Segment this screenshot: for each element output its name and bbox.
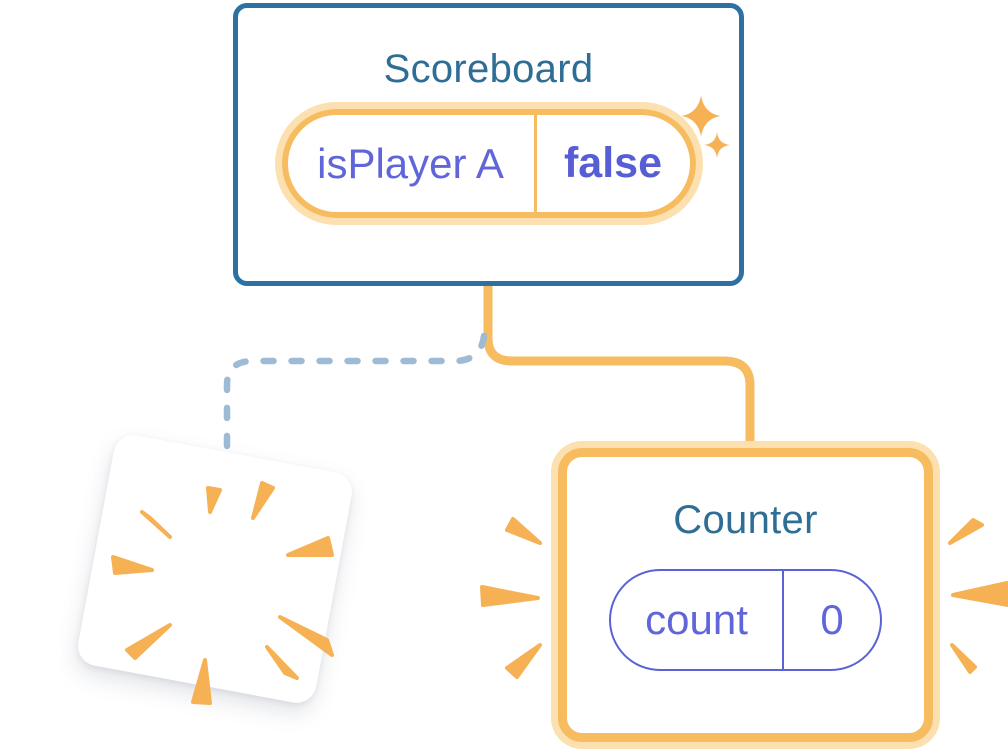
state-name: count (645, 596, 748, 643)
state-pill: count 0 (609, 569, 882, 671)
state-value: 0 (820, 596, 844, 643)
sparkle-icon (681, 95, 730, 158)
component-title: Scoreboard (383, 47, 594, 91)
state-value: false (563, 139, 662, 187)
counter-component-card: Counter count 0 (558, 448, 933, 742)
scoreboard-component-card: Scoreboard isPlayer A false (233, 3, 744, 286)
emphasis-rays-right-icon (948, 518, 1008, 674)
connector-dashed-line (223, 332, 488, 455)
component-title: Counter (673, 498, 818, 542)
state-name: isPlayer A (317, 139, 504, 187)
pill-divider (533, 115, 537, 212)
state-pill: isPlayer A false (281, 109, 696, 218)
emphasis-rays-left-icon (480, 517, 542, 679)
poof-burst-icon (111, 481, 334, 705)
connector-solid-line (483, 286, 755, 452)
pill-divider (782, 571, 784, 669)
